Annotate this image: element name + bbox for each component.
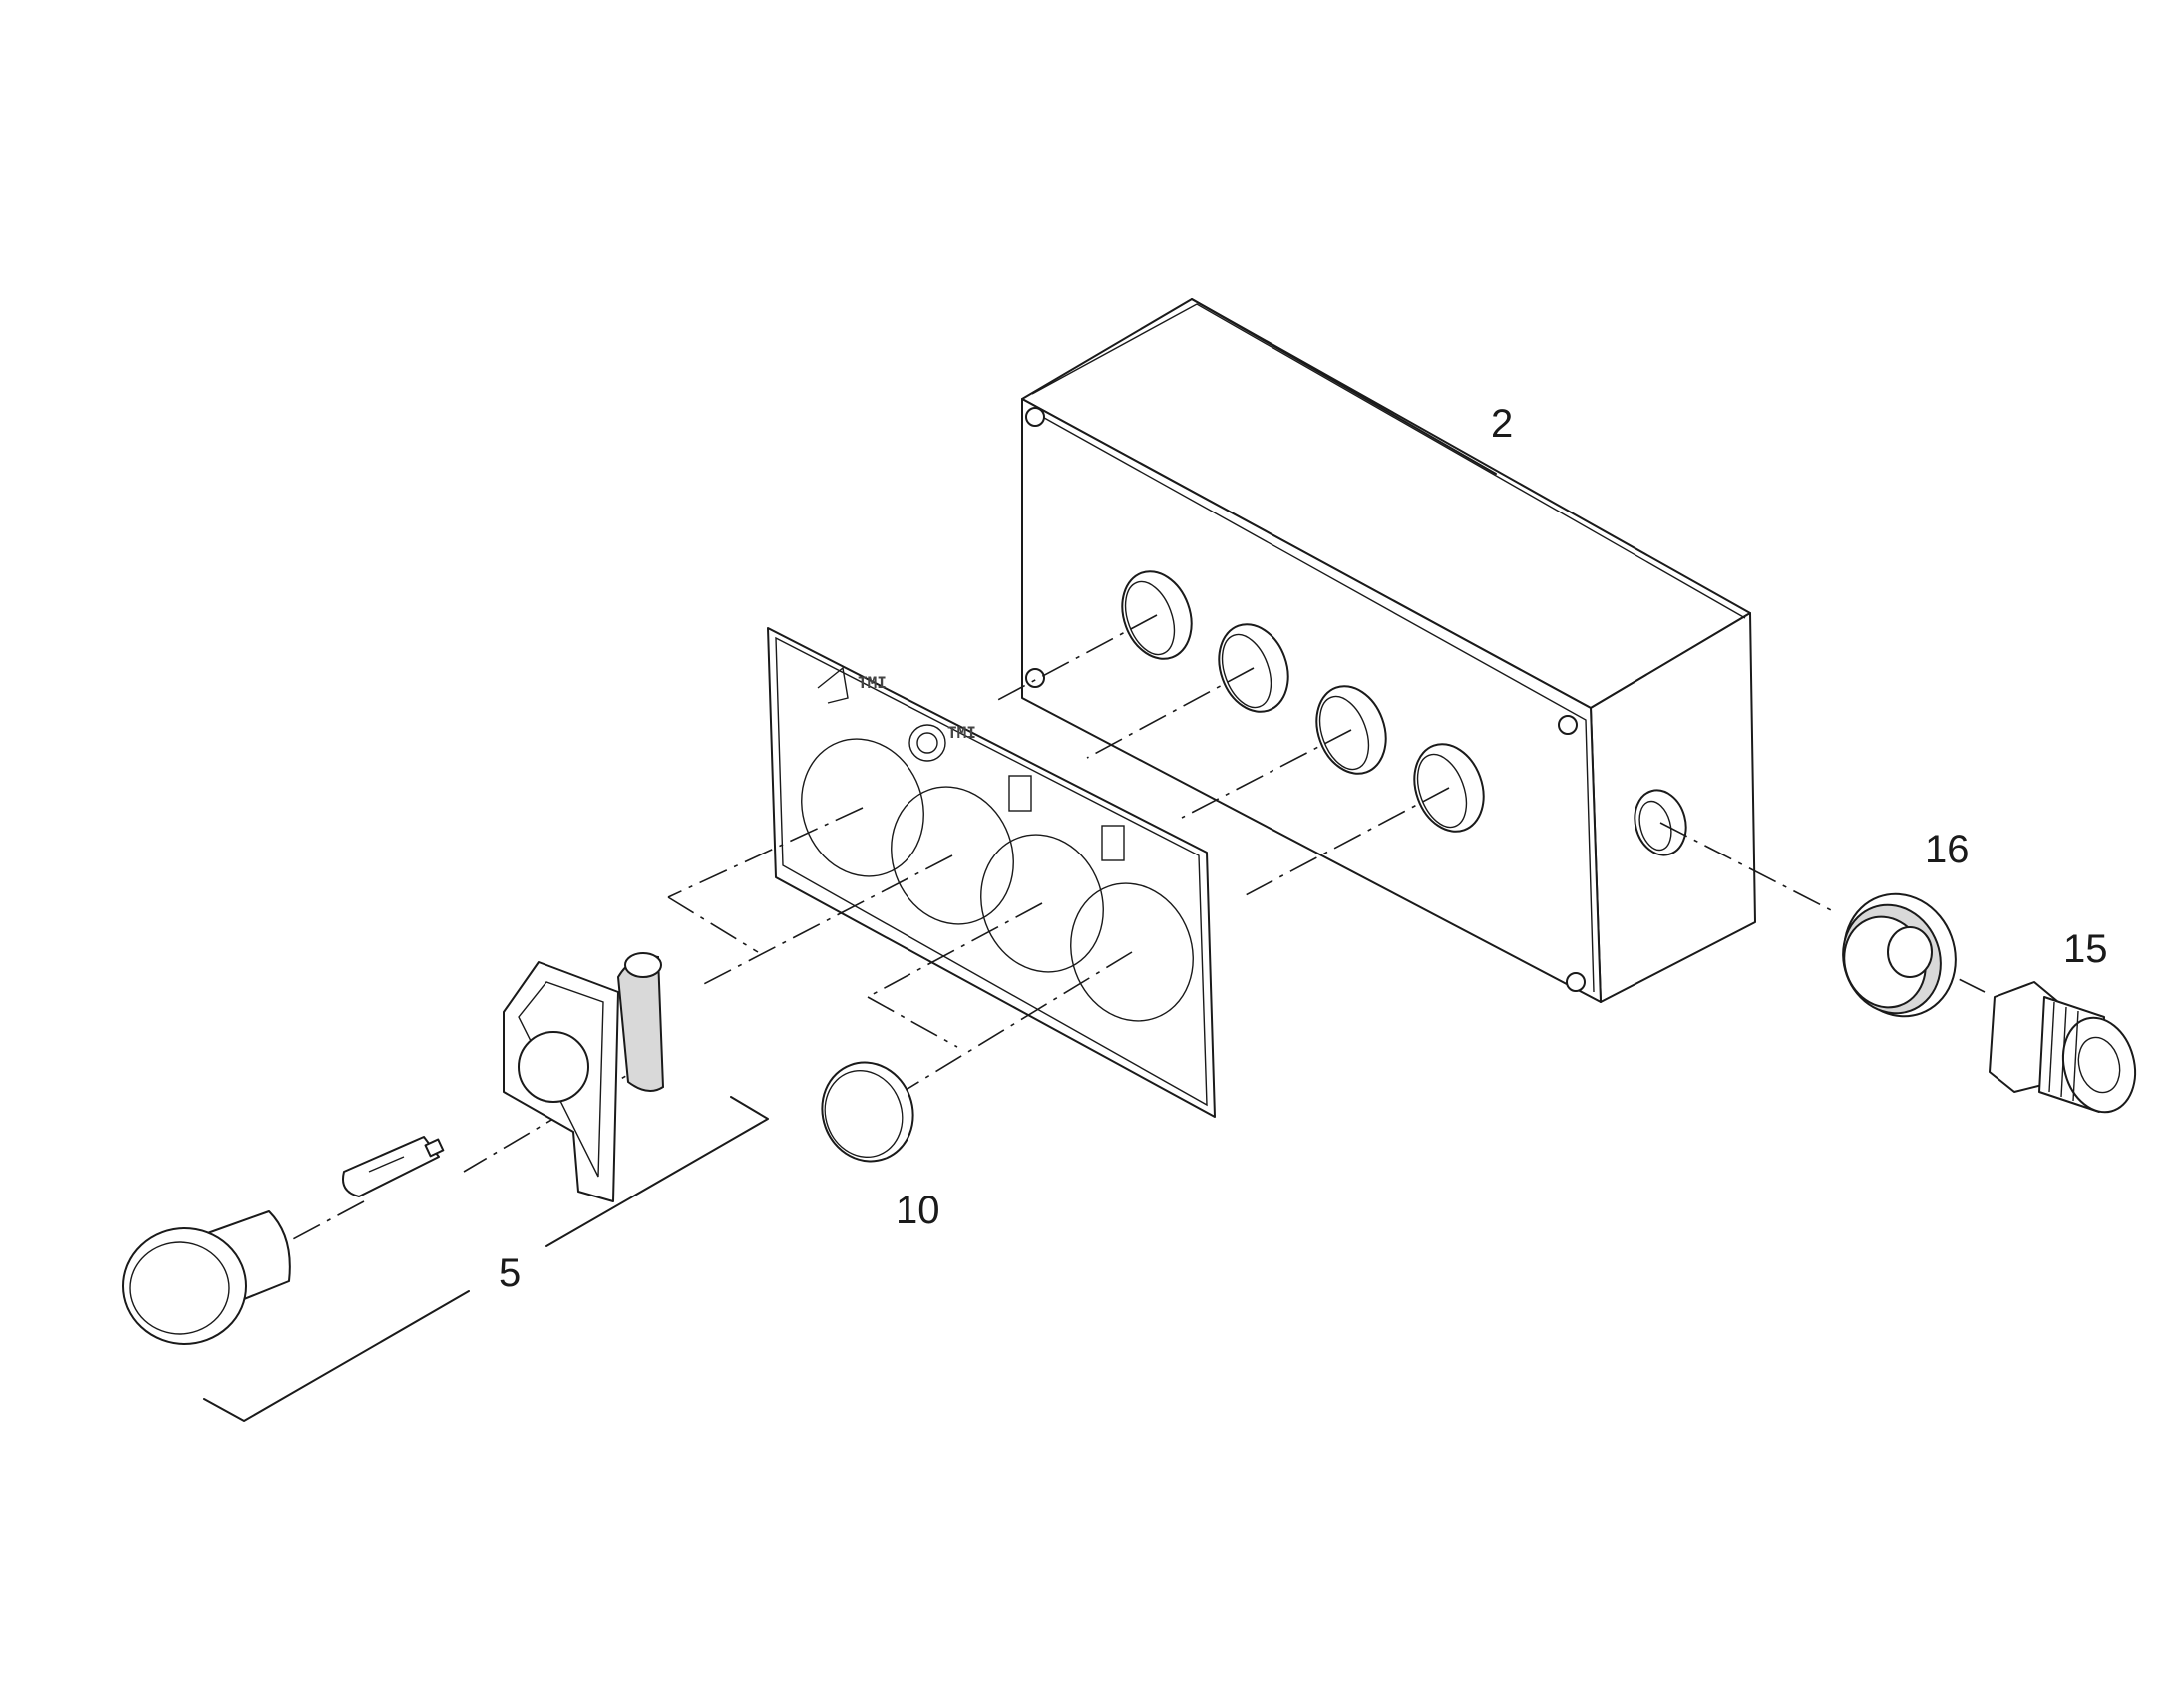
pilot-lens (122, 1210, 291, 1345)
group-bracket (203, 1096, 769, 1422)
gland-seal (1842, 892, 1957, 1018)
plate-mark: TMI (947, 723, 976, 742)
cable-gland (1989, 981, 2137, 1114)
lamp-bulb (342, 1136, 445, 1197)
callout-16: 16 (1925, 828, 1970, 871)
blanking-cap (821, 1061, 914, 1163)
callout-10: 10 (896, 1189, 940, 1232)
centerlines (288, 614, 1986, 1242)
lamp-holder (503, 952, 665, 1202)
label-plate: TMI TMI (767, 627, 1216, 1118)
callout-15: 15 (2063, 927, 2108, 971)
leader-line (1191, 298, 1497, 475)
callout-5: 5 (499, 1251, 521, 1295)
callout-2: 2 (1491, 402, 1513, 446)
enclosure-box (1021, 298, 1756, 1003)
plate-mark: TMI (858, 673, 887, 692)
